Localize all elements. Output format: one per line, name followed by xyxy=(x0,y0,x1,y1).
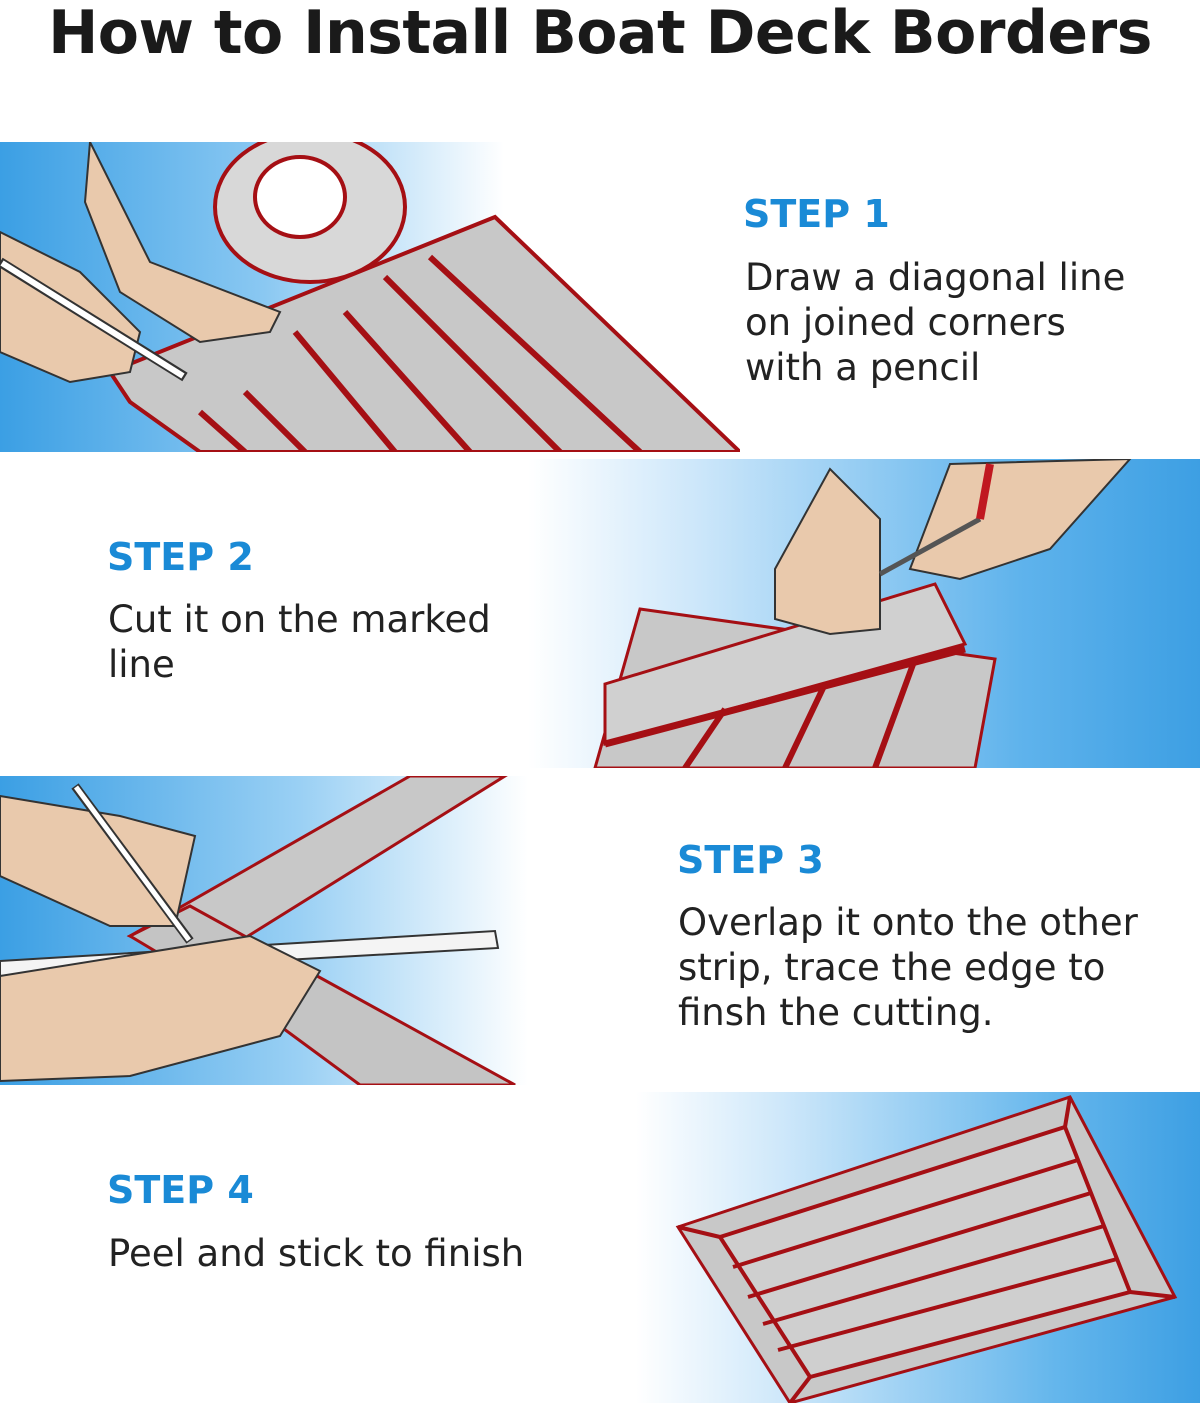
step-1-line: Draw a diagonal line xyxy=(745,256,1126,299)
step-3-description: Overlap it onto the other strip, trace t… xyxy=(678,900,1138,1035)
step-1-label: STEP 1 xyxy=(743,192,890,236)
step-3-panel: STEP 3 Overlap it onto the other strip, … xyxy=(0,776,1200,1085)
step-2-description: Cut it on the marked line xyxy=(108,597,491,687)
step-2-panel: STEP 2 Cut it on the marked line xyxy=(0,459,1200,768)
step-4-description: Peel and stick to finish xyxy=(108,1231,524,1276)
step-3-line: strip, trace the edge to xyxy=(678,946,1106,989)
step-4-illustration xyxy=(675,1095,1178,1403)
step-3-line: finsh the cutting. xyxy=(678,991,994,1034)
step-1-line: on joined corners xyxy=(745,301,1066,344)
page-title: How to Install Boat Deck Borders xyxy=(48,0,1152,68)
step-4-label: STEP 4 xyxy=(107,1168,254,1212)
step-1-panel: STEP 1 Draw a diagonal line on joined co… xyxy=(0,142,1200,452)
step-2-label: STEP 2 xyxy=(107,535,254,579)
step-4-panel: STEP 4 Peel and stick to finish xyxy=(0,1092,1200,1403)
step-2-line: Cut it on the marked xyxy=(108,598,491,641)
step-2-illustration xyxy=(593,459,1132,768)
step-3-line: Overlap it onto the other xyxy=(678,901,1138,944)
step-1-description: Draw a diagonal line on joined corners w… xyxy=(745,255,1125,390)
step-3-label: STEP 3 xyxy=(677,838,824,882)
step-1-line: with a pencil xyxy=(745,346,981,389)
step-3-illustration xyxy=(0,776,516,1085)
step-1-illustration xyxy=(0,142,740,452)
step-2-line: line xyxy=(108,643,175,686)
step-4-line: Peel and stick to finish xyxy=(108,1232,525,1275)
